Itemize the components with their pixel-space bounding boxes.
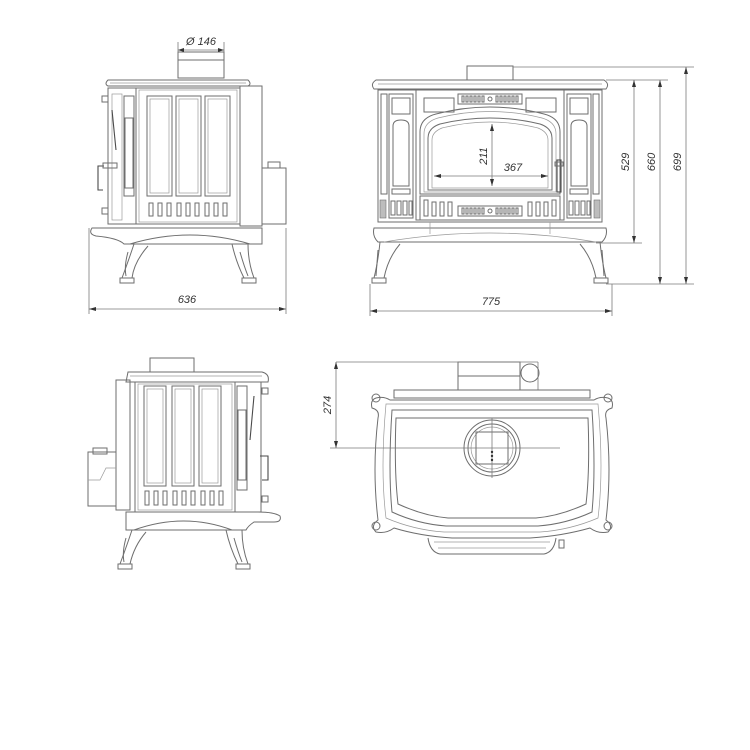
window-height-label: 211	[478, 147, 490, 166]
height-660-label: 660	[646, 152, 658, 171]
side-view-left	[90, 51, 287, 284]
side-view-right	[87, 357, 281, 570]
width-label: 775	[482, 296, 501, 308]
dimension-width: 775	[369, 284, 613, 316]
height-529-label: 529	[620, 153, 632, 171]
flue-offset-label: 274	[322, 396, 334, 415]
top-view	[330, 361, 613, 555]
dimension-window: 211 367	[434, 124, 548, 186]
window-width-label: 367	[504, 162, 523, 174]
dimension-flue-offset: 274	[322, 362, 338, 448]
dimension-flue-diameter: Ø 146	[177, 36, 225, 52]
height-699-label: 699	[672, 153, 684, 171]
flue-diameter-label: Ø 146	[185, 36, 217, 48]
depth-label: 636	[178, 294, 197, 306]
dimension-heights: 529 660 699	[513, 66, 694, 285]
front-view	[371, 65, 609, 284]
dimension-depth: 636	[88, 228, 287, 314]
